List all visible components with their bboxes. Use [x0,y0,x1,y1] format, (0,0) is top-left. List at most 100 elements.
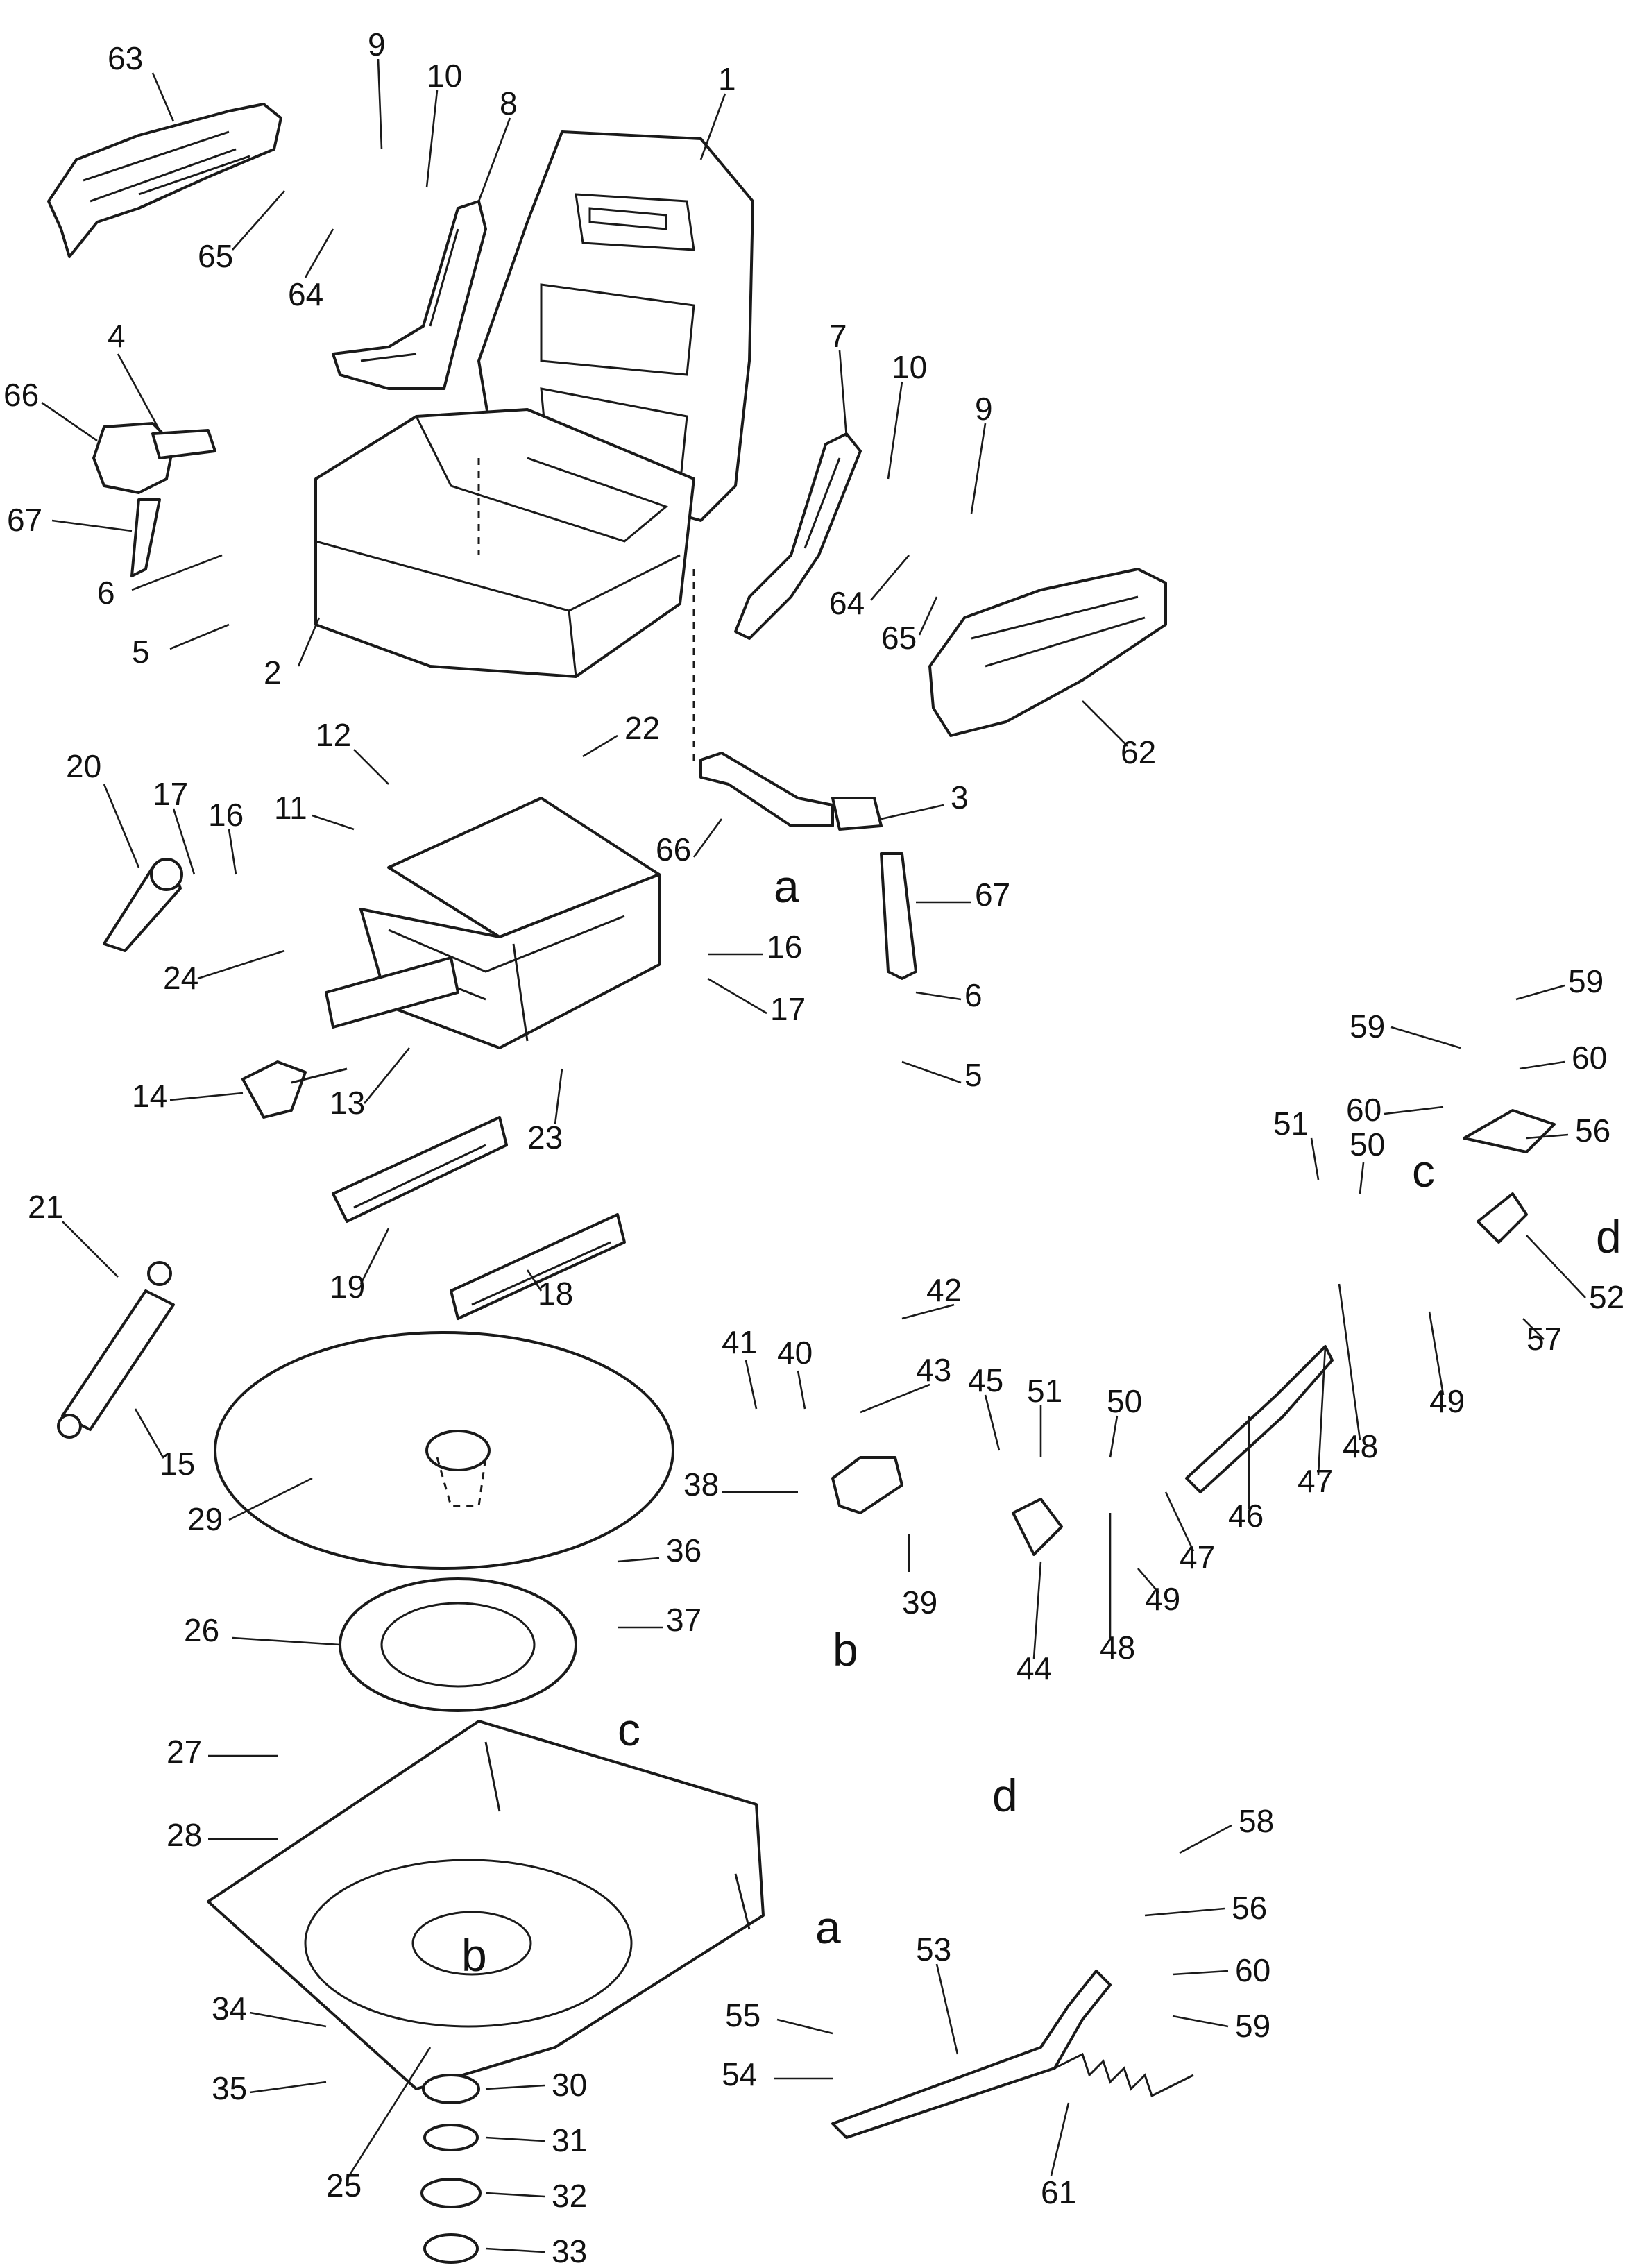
leader-line [776,2018,833,2035]
callout-63: 63 [108,40,143,76]
bearing-ring-part [339,1577,577,1712]
ref-b-base: b [461,1929,487,1981]
leader-line [1526,1133,1569,1140]
leader-line [554,1068,563,1125]
callout-66b: 66 [656,831,691,868]
seat-belt-right-part [699,752,917,980]
leader-line [1519,1060,1565,1070]
callout-60b: 60 [1346,1092,1381,1128]
leader-line [228,829,237,875]
ref-a-bottom: a [815,1902,841,1953]
callout-67: 67 [7,502,42,538]
callout-13: 13 [330,1085,365,1121]
leader-line [699,93,726,160]
callout-37: 37 [666,1602,701,1638]
leader-line [228,1477,313,1521]
leader-line [838,350,848,438]
callout-66: 66 [3,377,39,413]
leader-line [134,1408,164,1458]
leader-line [984,1394,1001,1451]
leader-line [1359,1162,1365,1194]
callout-55: 55 [725,1997,760,2033]
callout-40: 40 [777,1335,813,1371]
leader-line [797,1370,806,1410]
ref-b-linkage: b [833,1624,858,1675]
callout-65: 65 [198,238,233,274]
leader-line [526,1269,543,1292]
leader-line [1032,1561,1042,1659]
callout-21: 21 [28,1189,63,1225]
leader-line [41,401,98,442]
callout-5: 5 [132,634,150,670]
leader-line [617,1557,660,1563]
leader-line [363,1047,411,1104]
leader-line [297,617,321,667]
callout-26: 26 [184,1612,219,1648]
callout-34: 34 [212,1990,247,2026]
leader-line [1428,1311,1445,1396]
leader-line [62,1221,119,1278]
leader-line [1109,1415,1119,1458]
seat-cushion-part [314,408,695,763]
callout-32: 32 [552,2178,587,2214]
callout-59c: 59 [1235,2008,1270,2044]
callout-57: 57 [1526,1321,1562,1357]
leader-line [1172,1970,1229,1976]
callout-36: 36 [666,1532,701,1568]
leader-line [1317,1346,1327,1475]
callout-6b: 6 [964,977,983,1013]
leader-line [51,519,133,532]
leader-line [1144,1907,1225,1917]
callout-29: 29 [187,1501,223,1537]
leader-line [901,1060,962,1084]
leader-line [477,117,511,202]
callout-17: 17 [153,776,188,812]
leader-line [197,949,285,980]
gas-spring-part [57,1261,175,1439]
adjust-lever-part [103,858,183,952]
callout-56b: 56 [1232,1890,1267,1926]
leader-line [151,72,175,122]
leader-line [1526,1235,1586,1298]
callout-16b: 16 [767,929,802,965]
leader-line [918,596,938,636]
leader-line [172,808,196,875]
callout-61: 61 [1041,2174,1076,2210]
callout-28: 28 [167,1817,202,1853]
leader-line [745,1360,758,1410]
callout-54: 54 [722,2056,757,2092]
leader-line [117,353,161,431]
callout-4: 4 [108,318,126,354]
ref-a-top: a [774,861,799,912]
seat-belt-left-part [92,422,216,577]
callout-16: 16 [208,797,244,833]
callout-47b: 47 [1180,1539,1215,1575]
callout-45: 45 [968,1362,1003,1398]
callout-59b: 59 [1350,1008,1385,1044]
callout-2: 2 [264,654,282,691]
rail-left-part [332,1116,508,1223]
callout-49: 49 [1429,1383,1465,1419]
knob-part [241,1060,348,1119]
leader-line [359,1228,390,1285]
leader-line [692,818,723,858]
callout-58: 58 [1239,1803,1274,1839]
leader-line [1390,1026,1461,1049]
armrest-right-part [928,568,1167,737]
leader-line [485,2247,545,2253]
hinge-bracket-left-part [332,200,487,390]
callout-38: 38 [683,1466,719,1503]
callout-46: 46 [1228,1498,1264,1534]
leader-line [485,2084,545,2090]
callout-49b: 49 [1145,1581,1180,1617]
callout-48b: 48 [1100,1630,1135,1666]
callout-19: 19 [330,1269,365,1305]
callout-labels: 63 9 10 8 1 65 64 4 66 67 7 10 9 6 5 2 6… [3,26,1624,2268]
leader-line [312,814,355,831]
ref-d-lever: d [992,1770,1018,1821]
callout-67b: 67 [975,877,1010,913]
leader-line [1164,1491,1195,1552]
callout-47: 47 [1298,1463,1333,1499]
leader-line [915,991,962,1001]
leader-line [1137,1568,1159,1593]
